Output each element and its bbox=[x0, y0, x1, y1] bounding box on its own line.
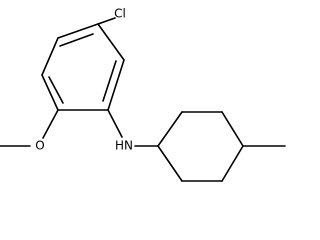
cyclohexane-bond-3 bbox=[221, 111, 244, 147]
ring-bond-6 bbox=[57, 23, 99, 39]
cyclohexane-ring bbox=[157, 111, 244, 182]
oxygen-bond bbox=[42, 109, 59, 139]
ring-double-bond-inner-1 bbox=[59, 33, 94, 47]
ring-bond-4 bbox=[41, 74, 59, 111]
ring-double-bond-inner-3 bbox=[102, 60, 117, 102]
cyclohexane-bond-1 bbox=[157, 111, 183, 147]
cyclohexane-bond-6 bbox=[157, 145, 183, 182]
ring-bond-1 bbox=[97, 23, 125, 61]
amine-bond-ring bbox=[107, 109, 123, 138]
ring-bond-2 bbox=[107, 59, 125, 111]
cyclohexane-bond-4 bbox=[221, 145, 244, 182]
benzene-ring bbox=[41, 23, 125, 111]
structure-svg: Cl O HN bbox=[0, 7, 286, 182]
chlorine-bond bbox=[97, 17, 116, 25]
oxygen-label: O bbox=[35, 139, 44, 153]
ring-double-bond-inner-2 bbox=[48, 76, 64, 104]
molecule-diagram: Cl O HN bbox=[0, 7, 286, 182]
amine-label: HN bbox=[115, 139, 133, 153]
ring-bond-5 bbox=[41, 37, 59, 76]
chlorine-label: Cl bbox=[114, 7, 126, 21]
